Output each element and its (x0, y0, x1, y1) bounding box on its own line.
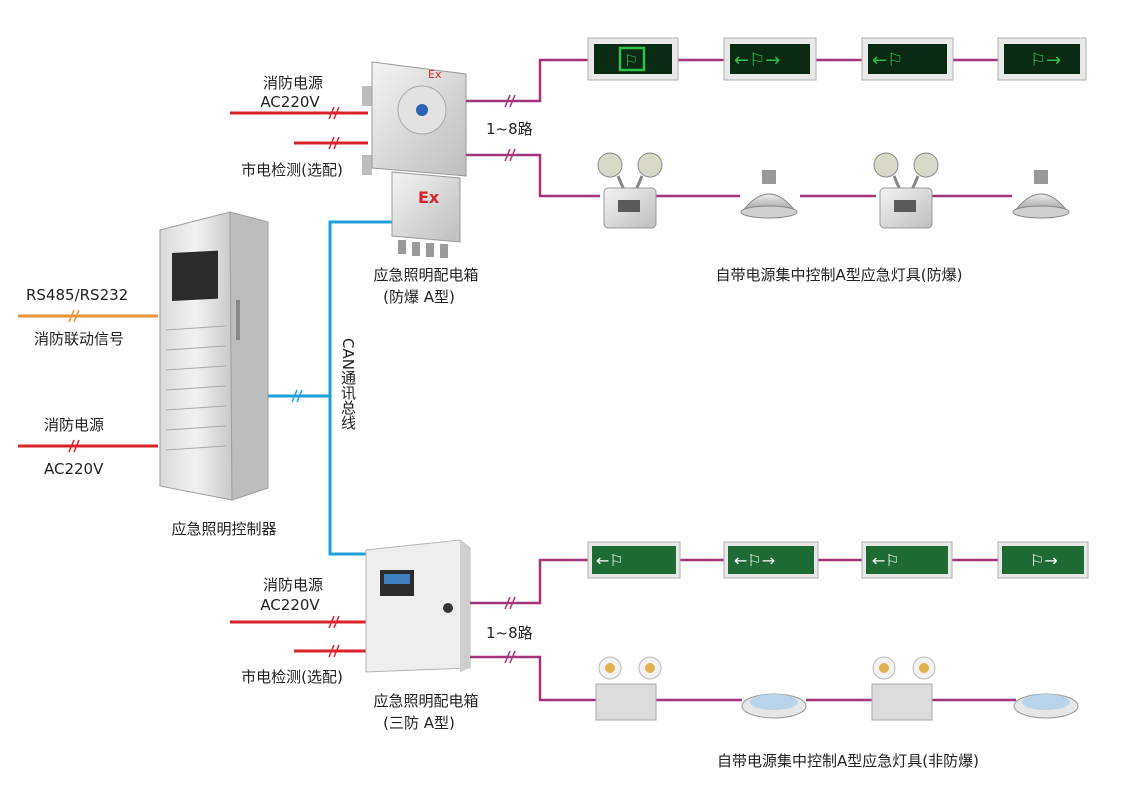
bottom-downlight-2 (1013, 693, 1079, 719)
top-power-lines (230, 106, 368, 150)
svg-text:⚐→: ⚐→ (1030, 551, 1058, 570)
svg-text:←⚐: ←⚐ (596, 551, 624, 570)
bottom-exit-sign-3: ←⚐ (861, 541, 953, 579)
top-distribution-box: Ex Ex (362, 61, 467, 258)
controller-label: 应急照明控制器 (171, 520, 277, 538)
top-exit-sign-1: ⚐ (587, 37, 679, 81)
ex-mark-small: Ex (428, 68, 442, 81)
can-bus (268, 220, 392, 556)
bottom-power-name: 消防电源 (262, 576, 324, 594)
svg-text:←⚐: ←⚐ (872, 50, 903, 71)
bottom-downlight-1 (741, 693, 807, 719)
controller-power-line (18, 439, 158, 453)
signal-line (18, 309, 158, 323)
top-exit-sign-2: ←⚐→ (723, 37, 817, 81)
can-bus-label: CAN通讯总线 (339, 338, 357, 430)
top-twin-head-light-2 (873, 152, 939, 229)
bottom-fixtures-label: 自带电源集中控制A型应急灯具(非防爆) (717, 752, 979, 770)
bottom-exit-sign-1: ←⚐ (587, 541, 681, 579)
controller-cabinet (159, 211, 269, 501)
bottom-twin-head-light-1 (595, 656, 662, 721)
top-power-voltage: AC220V (260, 93, 320, 111)
top-box-label-2: (防爆 A型) (383, 288, 455, 306)
svg-text:←⚐: ←⚐ (872, 551, 900, 570)
ex-mark: Ex (418, 188, 440, 207)
svg-text:←⚐→: ←⚐→ (734, 551, 775, 570)
top-exit-sign-3: ←⚐ (861, 37, 954, 81)
bottom-output-lines (470, 558, 1016, 702)
bottom-twin-head-light-2 (871, 656, 936, 721)
svg-text:⚐: ⚐ (624, 51, 638, 70)
top-routes: 1~8路 (486, 120, 533, 138)
controller-power-voltage: AC220V (44, 460, 104, 478)
svg-text:←⚐→: ←⚐→ (734, 50, 780, 71)
bottom-power-lines (230, 615, 368, 658)
top-box-label-1: 应急照明配电箱 (373, 266, 479, 284)
top-power-name: 消防电源 (262, 74, 324, 92)
signal-protocol: RS485/RS232 (26, 286, 129, 304)
signal-name: 消防联动信号 (34, 330, 125, 348)
svg-text:⚐→: ⚐→ (1030, 50, 1061, 71)
bottom-box-label-2: (三防 A型) (383, 714, 455, 732)
controller-power-name: 消防电源 (44, 416, 105, 434)
top-ceiling-light-1 (740, 170, 798, 219)
bottom-power-voltage: AC220V (260, 596, 320, 614)
bottom-exit-sign-4: ⚐→ (997, 541, 1089, 579)
bottom-mains-detect: 市电检测(选配) (241, 668, 343, 686)
bottom-routes: 1~8路 (486, 624, 533, 642)
bottom-box-label-1: 应急照明配电箱 (373, 692, 479, 710)
top-twin-head-light-1 (597, 152, 663, 229)
top-ceiling-light-2 (1012, 170, 1070, 219)
bottom-distribution-box (365, 539, 471, 673)
top-mains-detect: 市电检测(选配) (241, 161, 343, 179)
top-output-lines (466, 58, 1012, 198)
top-exit-sign-4: ⚐→ (997, 37, 1087, 81)
bottom-exit-sign-2: ←⚐→ (723, 541, 819, 579)
top-fixtures-label: 自带电源集中控制A型应急灯具(防爆) (715, 266, 963, 284)
